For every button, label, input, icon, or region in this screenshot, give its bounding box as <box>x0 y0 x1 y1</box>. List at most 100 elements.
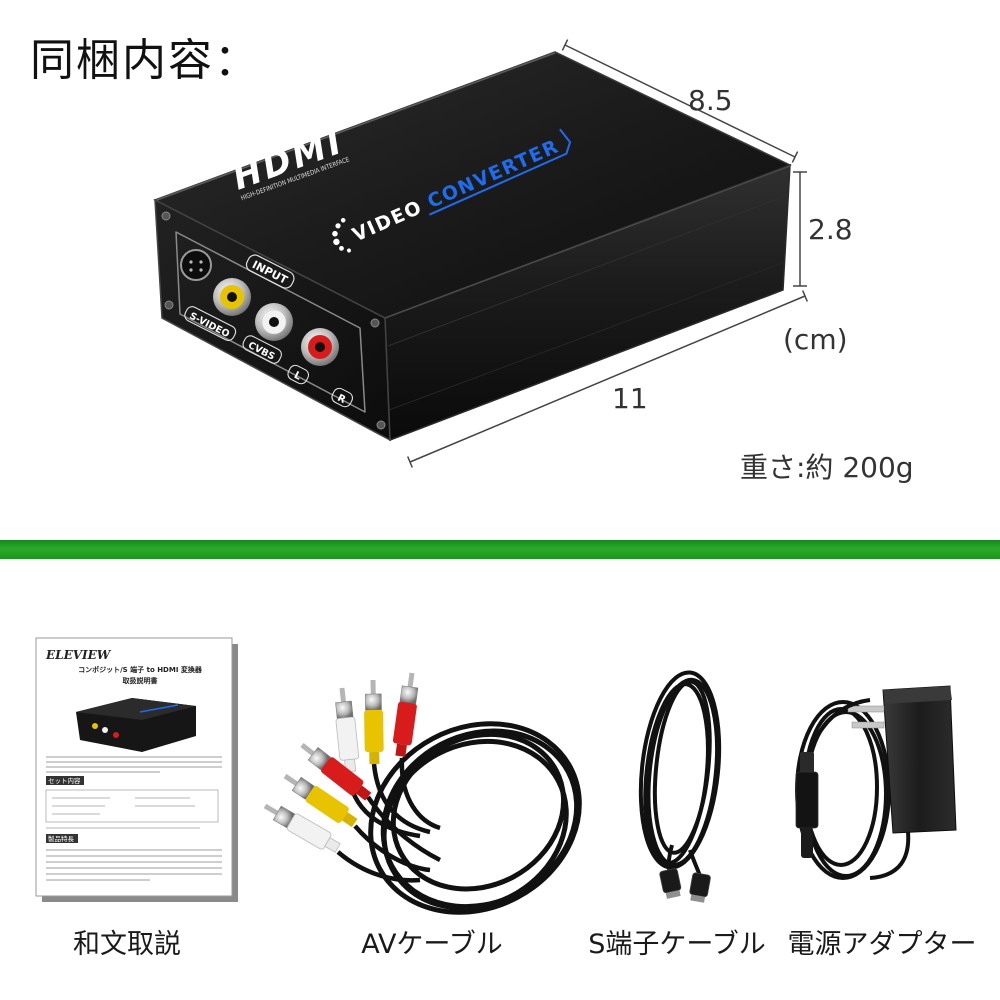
rca-socket <box>315 342 325 352</box>
logo-dot <box>333 238 340 246</box>
s-video-label-frame <box>184 306 237 341</box>
s-video-plug <box>689 872 711 903</box>
s-video-plug <box>659 868 682 899</box>
plug-body <box>305 786 349 823</box>
plug-boot <box>395 743 407 757</box>
plug-body <box>364 709 384 753</box>
rca-plug-red <box>392 672 419 757</box>
plug-body <box>335 716 360 761</box>
left-audio-label-text: L <box>292 370 303 383</box>
plug-pin <box>370 679 376 695</box>
manual-section-features: 製品特長 <box>48 834 75 843</box>
dots-logo-icon <box>332 217 351 253</box>
plug-collar <box>364 693 382 711</box>
device-top-edge-highlight <box>156 52 556 201</box>
rca-socket <box>227 292 237 302</box>
cable-loop <box>652 679 712 855</box>
logo-dot <box>332 230 338 237</box>
cable-loop <box>646 677 720 867</box>
left-audio-label: L <box>287 364 310 385</box>
manual-section-badge <box>46 834 78 843</box>
page-title: 同梱内容： <box>30 35 260 86</box>
s-video-pin <box>189 260 193 264</box>
manual-device-port <box>92 723 98 729</box>
manual-device-top <box>76 698 196 720</box>
device-name-swoosh <box>428 128 572 216</box>
plug-boot <box>341 812 358 828</box>
plug-collar <box>399 685 419 705</box>
manual-device-photo <box>76 698 196 752</box>
cable-lead <box>371 763 431 835</box>
logo-dot <box>335 223 341 229</box>
logo-dot <box>346 248 351 253</box>
cable-lead <box>399 757 441 831</box>
plug-pin <box>407 672 415 688</box>
weight-label: 重さ:約 200g <box>740 451 914 484</box>
cable-lead <box>688 849 702 877</box>
dimension-lines <box>407 39 808 468</box>
dimension-tick <box>561 39 569 51</box>
s-video-pin <box>199 260 203 264</box>
plug-body <box>286 813 332 850</box>
manual-contents-box <box>45 789 219 823</box>
manual-device-port <box>102 727 108 733</box>
adapter-prong <box>851 721 885 729</box>
manual-text-lines <box>46 756 222 773</box>
plug-collar <box>335 700 354 719</box>
rca-plug-white <box>263 803 341 853</box>
manual-brand: ELEVIEW <box>45 648 112 662</box>
plug-pin <box>300 743 315 756</box>
manual-subtitle: 取扱説明書 <box>123 676 158 685</box>
cvbs-label-frame <box>242 335 282 364</box>
depth-label: 8.5 <box>688 84 733 117</box>
plug-boot <box>324 837 341 853</box>
manual-device-logo <box>139 704 179 713</box>
screw-icon <box>376 420 386 430</box>
caption-power-adapter: 電源アダプター <box>787 929 977 960</box>
plug-pin <box>339 687 346 703</box>
manual-section-contents: セット内容 <box>48 776 81 785</box>
rca-plug-yellow <box>364 679 384 765</box>
manual-icon: ELEVIEW コンポジット/S 端子 to HDMI 変換器 取扱説明書 セッ… <box>35 637 238 902</box>
dimension-tick <box>791 151 799 163</box>
plug-body <box>392 701 417 746</box>
logo-dot <box>339 245 344 251</box>
caption-manual: 和文取説 <box>73 929 181 960</box>
depth-dimension-line <box>564 44 796 158</box>
rca-plug-red <box>300 743 372 801</box>
plug-pin <box>283 773 299 786</box>
height-label: 2.8 <box>808 213 853 246</box>
port-panel-frame <box>175 231 366 413</box>
av-cable-icon <box>263 672 582 915</box>
plug-pin <box>263 803 279 816</box>
s-video-pin <box>199 268 203 272</box>
cable-lead <box>869 831 911 880</box>
width-label: 11 <box>612 382 648 415</box>
manual-title: コンポジット/S 端子 to HDMI 変換器 <box>78 665 203 674</box>
adapter-body <box>882 685 957 834</box>
cable-lead <box>336 850 421 883</box>
screw-icon <box>370 318 380 328</box>
width-dimension-line <box>409 295 806 463</box>
video-converter-device: HDMI HIGH-DEFINITION MULTIMEDIA INTERFAC… <box>153 51 792 442</box>
plug-body <box>659 868 682 894</box>
adapter-top-edge <box>883 686 952 704</box>
s-video-pin <box>189 268 193 272</box>
unit-label: (cm) <box>783 323 848 356</box>
cable-lead <box>366 795 442 863</box>
s-video-cable-icon <box>638 670 722 903</box>
rca-plug-yellow <box>283 773 358 828</box>
barrel-plug-body <box>795 771 819 829</box>
manual-device-port <box>113 732 119 738</box>
s-video-port-ring <box>180 249 212 281</box>
rca-plug-white <box>335 687 360 773</box>
logo-dot <box>340 217 346 223</box>
caption-av-cable: AVケーブル <box>361 929 503 960</box>
cable-loop <box>368 721 582 915</box>
plug-collar <box>291 776 315 800</box>
cable-loop <box>390 731 567 892</box>
device-side-groove <box>388 261 786 411</box>
manual-section-badge <box>46 776 84 785</box>
device-side-groove <box>387 194 789 347</box>
power-adapter-icon <box>795 685 957 880</box>
